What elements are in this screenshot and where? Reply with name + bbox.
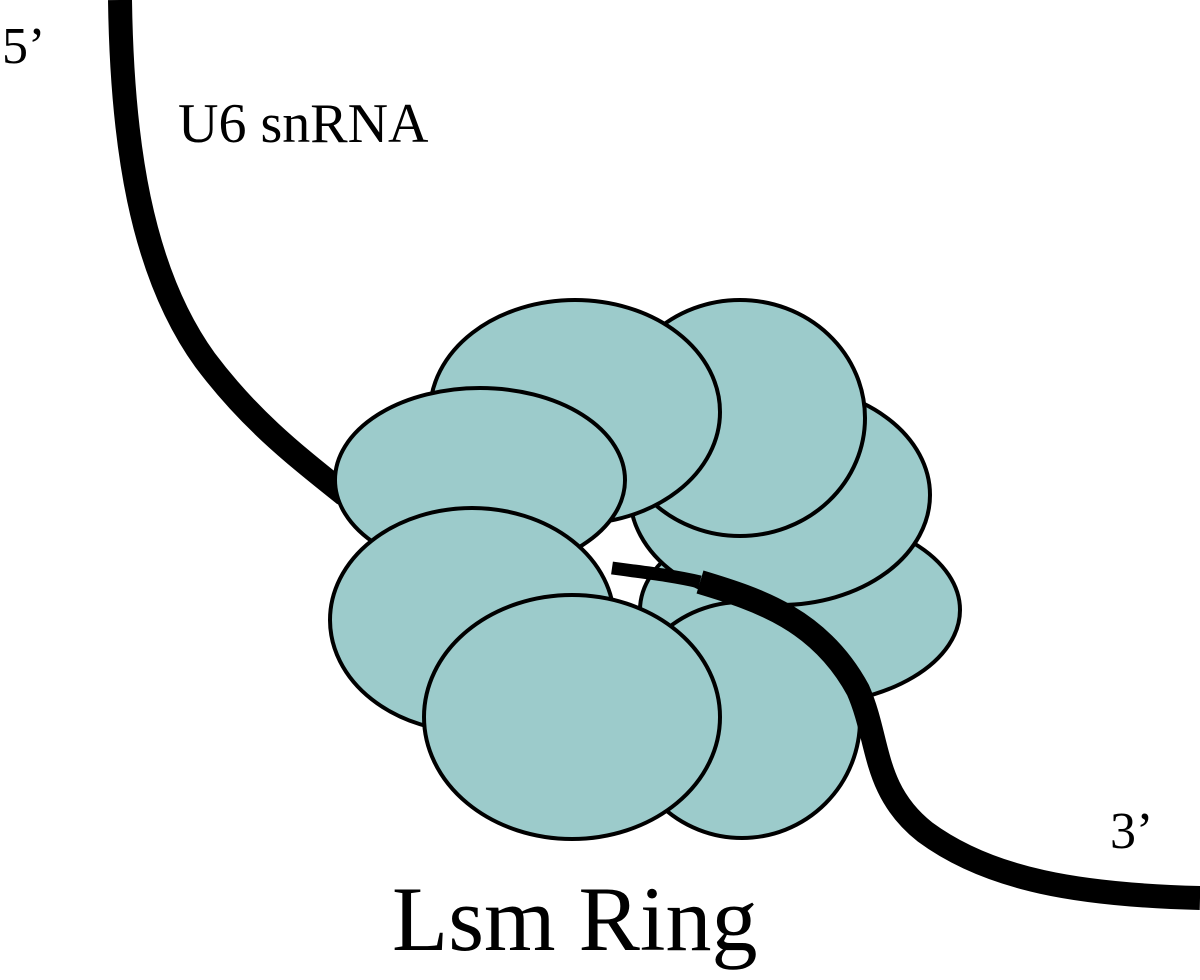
rna-strand-3-prime	[696, 570, 1200, 910]
rna-strand-5-prime	[108, 0, 353, 505]
lsm-ring	[328, 298, 962, 841]
label-rna: U6 snRNA	[178, 93, 429, 155]
lsm-subunit	[422, 593, 722, 841]
label-lsm-ring: Lsm Ring	[392, 868, 757, 970]
label-3-prime: 3’	[1110, 803, 1153, 860]
rna-strand-through-pore	[611, 561, 702, 589]
label-5-prime: 5’	[2, 18, 45, 75]
